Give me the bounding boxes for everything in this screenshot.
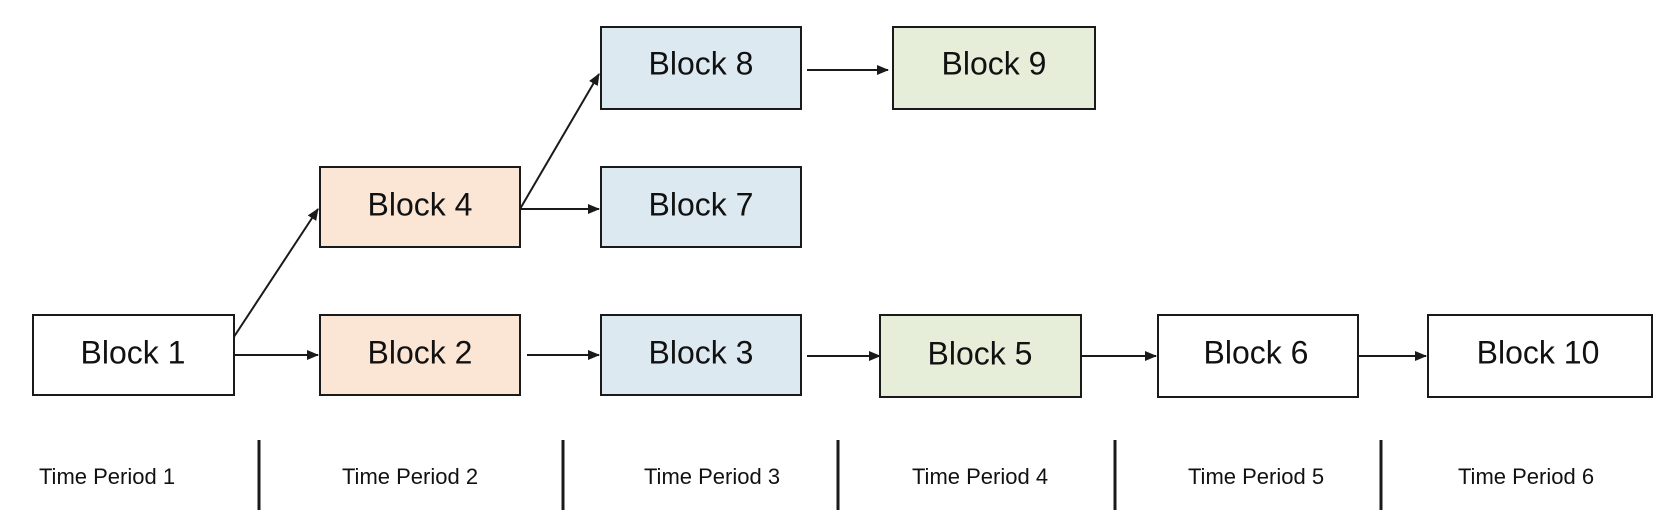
time-period-4-label: Time Period 4 [912,464,1048,489]
block-5-box [879,314,1082,398]
period-dividers [257,440,1383,510]
time-period-2-label: Time Period 2 [342,464,478,489]
block-7[interactable]: Block 7 [600,166,802,248]
block-8-label: Block 8 [649,45,754,81]
block-4[interactable]: Block 4 [319,166,521,248]
block-1[interactable]: Block 1 [32,314,235,396]
arrows-layer [221,65,1427,361]
block-6-box [1157,314,1359,398]
block-10-label: Block 10 [1477,334,1600,370]
block-6[interactable]: Block 6 [1157,314,1359,398]
block-9-box [892,26,1096,110]
blocks-layer: Block 1 Block 2 Block 4 Block 3 Block 7 … [32,26,1653,398]
time-period-6-label: Time Period 6 [1458,464,1594,489]
time-period-5-label: Time Period 5 [1188,464,1324,489]
time-period-1-label: Time Period 1 [39,464,175,489]
block-2[interactable]: Block 2 [319,314,521,396]
block-7-box [600,166,802,248]
block-10[interactable]: Block 10 [1427,314,1653,398]
block-10-box [1427,314,1653,398]
block-5-label: Block 5 [928,335,1033,371]
block-5[interactable]: Block 5 [879,314,1082,398]
arrow-block1-to-block4 [221,208,319,356]
block-1-label: Block 1 [81,334,186,370]
block-8[interactable]: Block 8 [600,26,802,110]
block-9-label: Block 9 [942,45,1047,81]
block-9[interactable]: Block 9 [892,26,1096,110]
block-6-label: Block 6 [1204,334,1309,370]
block-4-box [319,166,521,248]
block-3-box [600,314,802,396]
arrow-block4-to-block8 [519,73,600,210]
block-4-label: Block 4 [368,186,473,222]
block-3-label: Block 3 [649,334,754,370]
block-2-label: Block 2 [368,334,473,370]
block-1-box [32,314,235,396]
time-period-3-label: Time Period 3 [644,464,780,489]
period-labels: Time Period 1 Time Period 2 Time Period … [39,464,1594,489]
block-2-box [319,314,521,396]
block-3[interactable]: Block 3 [600,314,802,396]
block-8-box [600,26,802,110]
block-7-label: Block 7 [649,186,754,222]
